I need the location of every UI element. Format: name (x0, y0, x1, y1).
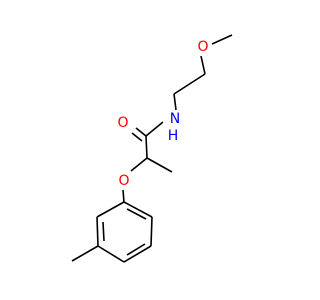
bond-carbonyl-alpha (145, 135, 148, 159)
ring-bond-6-1 (96, 201, 125, 218)
ring-bond-3-4 (123, 245, 152, 263)
atom-o-ether: O (116, 173, 132, 189)
bond-carbonyl-double-a (135, 127, 147, 137)
atom-n-amide: N (167, 111, 183, 127)
ring-inner-1-2 (126, 208, 147, 220)
molecule-structure: O N H O O (71, 34, 233, 263)
atom-n-amide-label: N (170, 111, 180, 127)
atom-o-carbonyl-label: O (117, 115, 128, 131)
bond-oether-ring (122, 189, 125, 203)
bond-n-carbonyl (145, 121, 164, 137)
atom-o-methoxy-label: O (197, 39, 208, 55)
bond-carbonyl-double-b (131, 132, 143, 142)
bond-alpha-methyl (146, 157, 173, 173)
atom-h-amide: H (166, 128, 180, 144)
ring-bond-2-3 (150, 216, 153, 247)
atom-o-ether-label: O (118, 173, 129, 189)
bond-methyl-omethoxy (211, 34, 233, 45)
ring-bond-4-5 (97, 245, 125, 263)
bond-ring-methyl (71, 245, 99, 262)
ring-bond-1-2 (123, 201, 153, 218)
bond-omethoxy-ch2 (200, 55, 206, 75)
ring-bond-5-6 (96, 216, 99, 247)
atom-o-carbonyl: O (115, 115, 131, 131)
bond-layer (71, 34, 233, 263)
ring-inner-3-4 (126, 243, 146, 256)
bond-ch2-n (173, 93, 177, 111)
atom-layer: O N H O O (115, 39, 211, 189)
atom-o-methoxy: O (195, 39, 211, 55)
ring-inner-5-6 (102, 221, 105, 242)
bond-ch2-ch2 (173, 73, 206, 95)
bond-alpha-oether (130, 157, 148, 172)
atom-h-amide-label: H (168, 128, 179, 144)
